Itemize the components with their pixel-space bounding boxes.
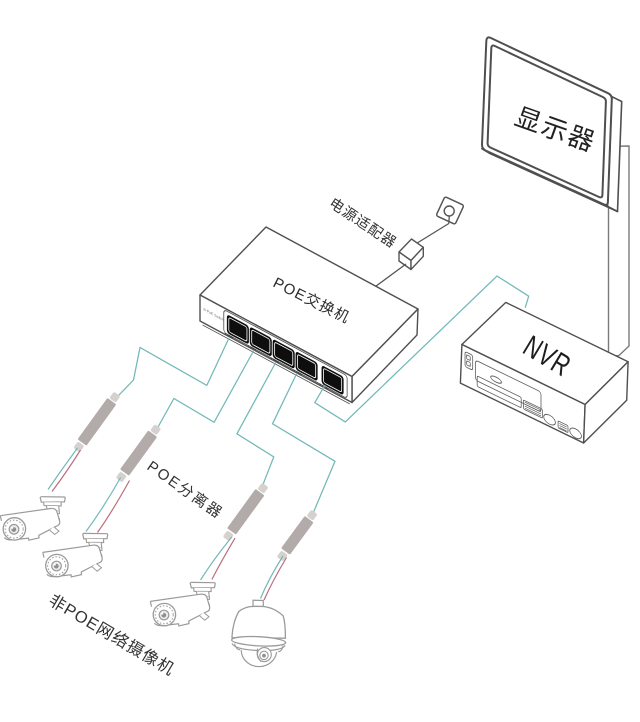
svg-text:POE分离器: POE分离器 — [144, 458, 226, 523]
svg-text:电源适配器: 电源适配器 — [326, 195, 400, 252]
